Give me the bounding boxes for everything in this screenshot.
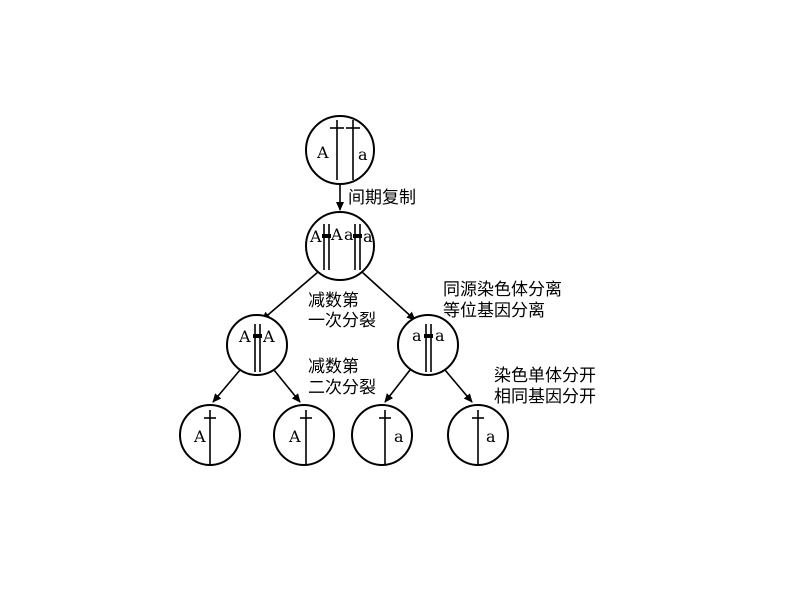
label-meiosis2-line1: 减数第 (308, 357, 359, 377)
gamete-cell-2: A (273, 404, 335, 466)
replicated-allele-2: A (330, 225, 343, 244)
arrow-meiosis2-4 (444, 369, 473, 403)
label-meiosis2-line2: 二次分裂 (308, 378, 376, 398)
meiosis1-left-allele-left: A (238, 327, 251, 346)
arrow-meiosis1-left (261, 271, 319, 321)
label-interphase: 间期复制 (348, 188, 416, 208)
arrow-meiosis1-right (361, 271, 416, 321)
meiosis1-right-allele-left: a (412, 326, 422, 345)
label-homolog-sep-line2: 等位基因分离 (443, 301, 545, 321)
gamete-2-allele: A (288, 427, 301, 446)
meiosis1-right-allele-right: a (435, 326, 445, 345)
replicated-cell: A A a a (305, 211, 375, 281)
arrow-meiosis2-3 (384, 369, 411, 403)
meiosis1-left-cell: A A (226, 314, 288, 376)
parent-allele-left: A (316, 143, 329, 162)
arrow-meiosis2-1 (212, 369, 241, 403)
arrow-meiosis2-2 (273, 369, 301, 403)
gamete-cell-4: a (447, 404, 509, 466)
meiosis1-left-allele-right: A (262, 327, 275, 346)
label-homolog-sep-line1: 同源染色体分离 (443, 280, 562, 300)
meiosis1-right-cell: a a (397, 314, 459, 376)
parent-cell: A a (305, 115, 375, 185)
replicated-allele-4: a (363, 227, 373, 246)
gamete-4-allele: a (486, 427, 496, 446)
gamete-cell-1: A (179, 404, 241, 466)
label-chromatid-sep-line2: 相同基因分开 (494, 387, 596, 407)
replicated-allele-3: a (344, 225, 354, 244)
gamete-cell-3: a (351, 404, 413, 466)
label-chromatid-sep-line1: 染色单体分开 (494, 366, 596, 386)
parent-allele-right: a (358, 145, 368, 164)
label-meiosis1-line2: 一次分裂 (308, 311, 376, 331)
replicated-allele-1: A (309, 227, 322, 246)
label-meiosis1-line1: 减数第 (308, 291, 359, 311)
gamete-3-allele: a (394, 427, 404, 446)
gamete-1-allele: A (193, 427, 206, 446)
